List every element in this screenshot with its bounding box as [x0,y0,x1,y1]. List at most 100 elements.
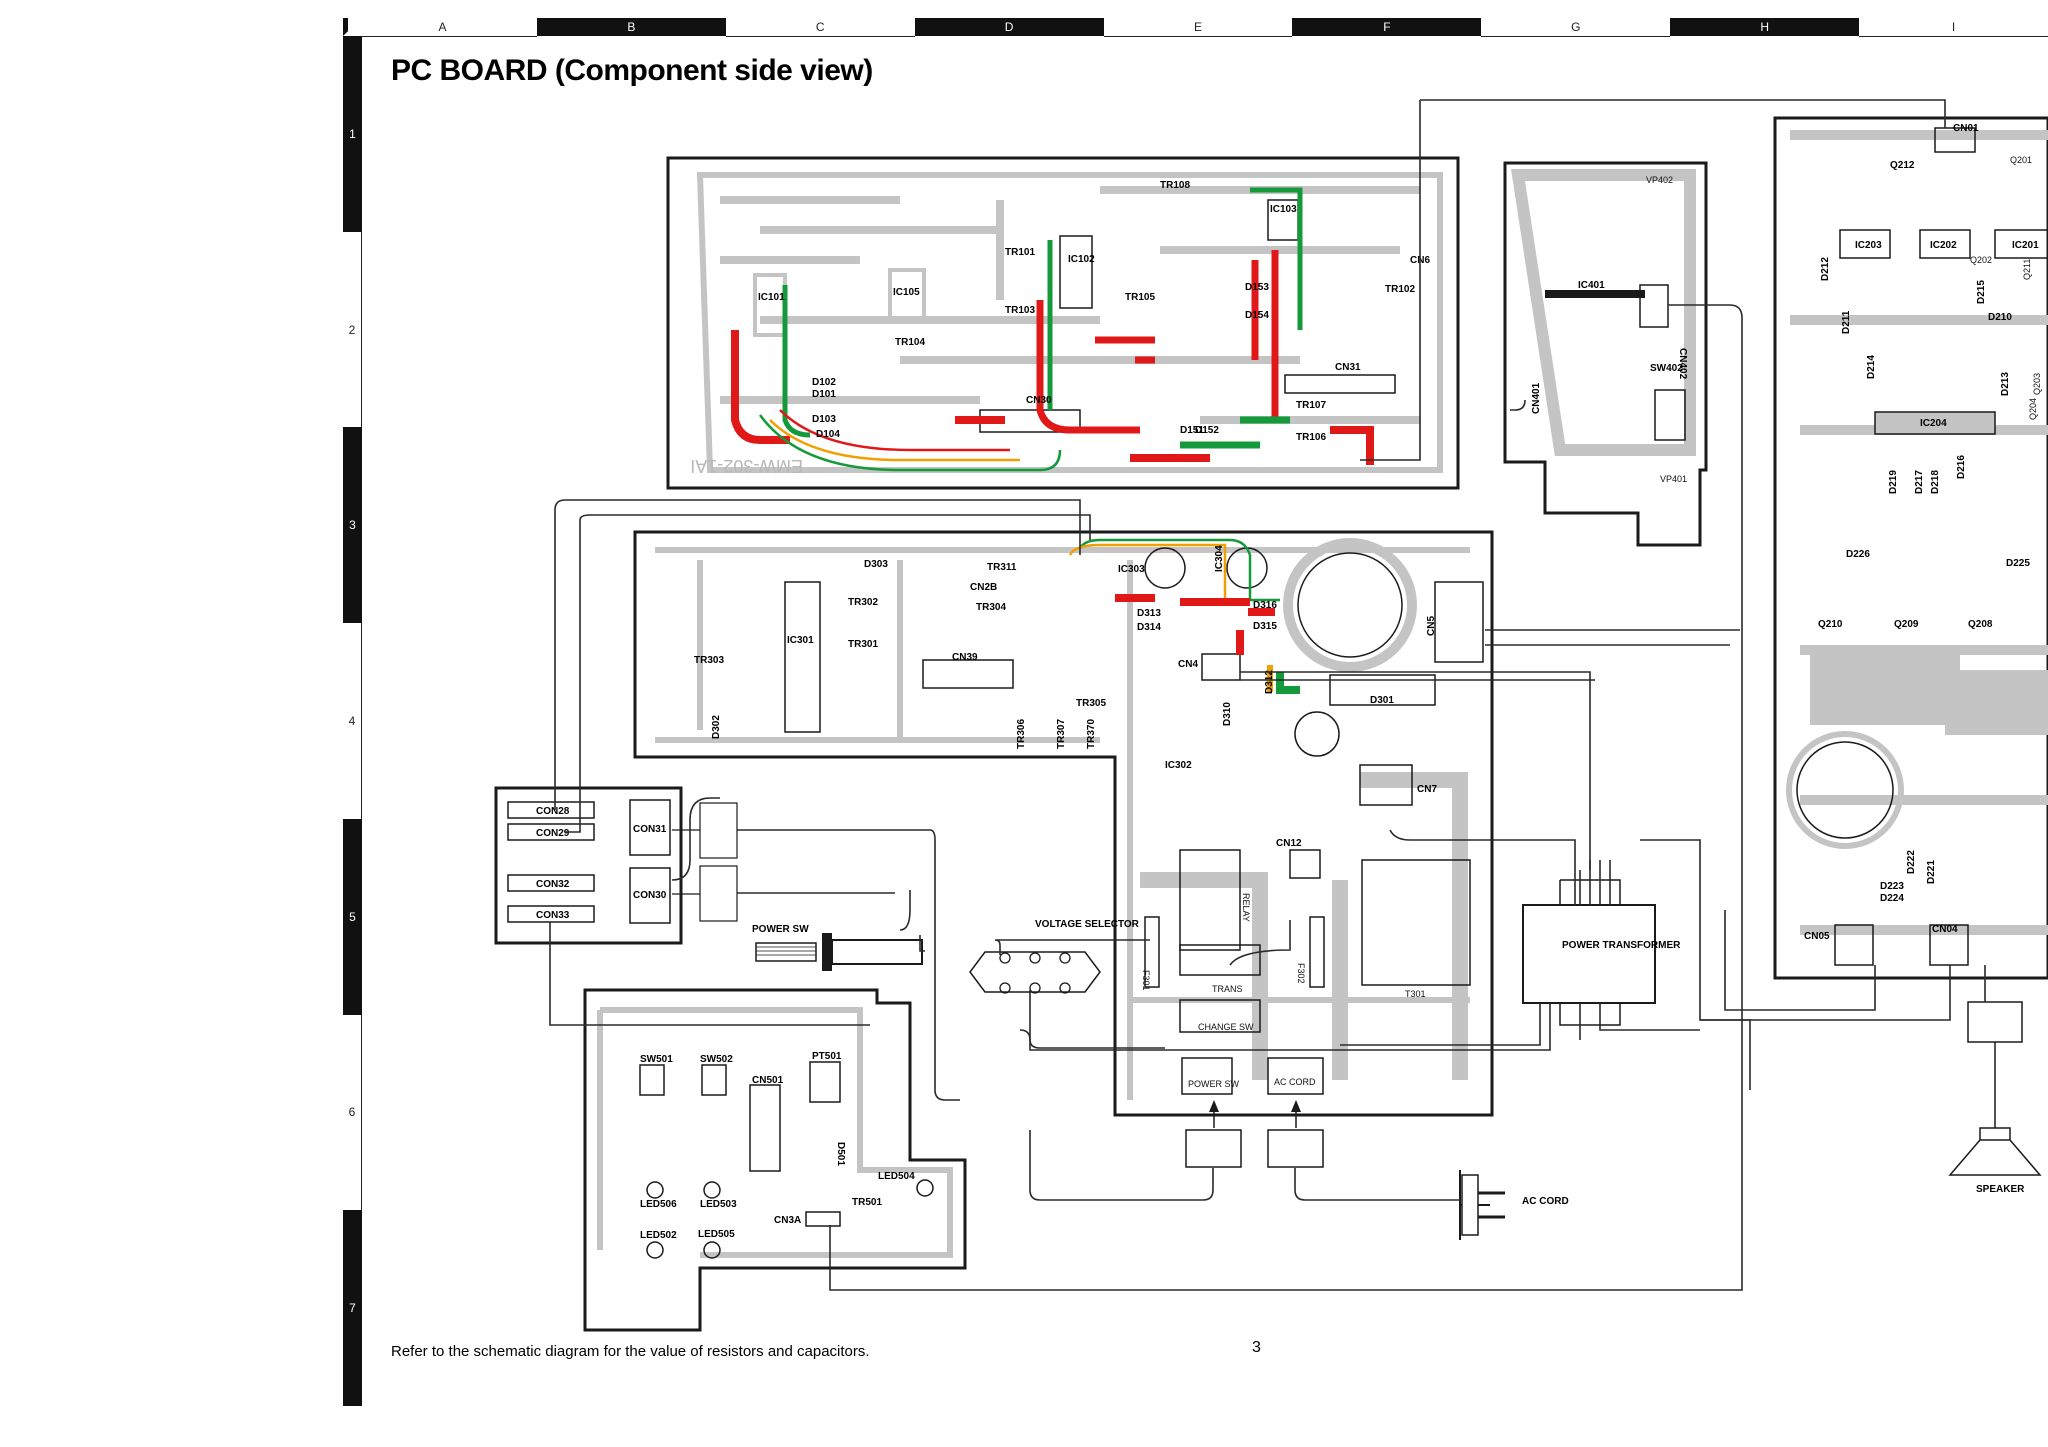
component-label: D303 [864,559,888,570]
con33-box [507,905,595,923]
power-sw-ribs [756,946,816,956]
component-label: D302 [711,715,722,739]
component-label: D224 [1880,893,1904,904]
component-label: TR105 [1125,292,1155,303]
board-3-outline [1503,161,1708,547]
cn39-pad [922,659,1014,689]
board-3: IC401 CN401 CN402 SW402 VP401 VP402 [1503,161,1708,547]
column-label: A [348,18,537,37]
component-label: CN01 [1953,123,1979,134]
ac-cord-connector-block [1267,1129,1324,1168]
connector-label: CON30 [633,890,667,901]
cn01-pad [1934,127,1976,153]
component-label: IC202 [1930,240,1957,251]
page-number: 3 [1252,1339,1261,1356]
connector-label: CON29 [536,828,570,839]
t301-label: T301 [1405,989,1426,999]
con30-box [629,867,671,924]
power-sw-pad [1181,1057,1233,1095]
row-label: 2 [343,231,362,428]
component-label: D223 [1880,881,1904,892]
component-label: Q209 [1894,619,1919,630]
con32-box [507,874,595,892]
component-label: D312 [1264,670,1275,694]
column-label: I [1859,18,2048,37]
component-label: CN05 [1804,931,1830,942]
component-label: LED502 [640,1230,677,1241]
speaker: SPEAKER [1948,1001,2042,1195]
power-sw-flange [822,933,832,971]
wire [1029,1130,1214,1201]
component-label: IC204 [1920,418,1947,429]
component-label: IC301 [787,635,814,646]
con28-box [507,801,595,819]
power-switch: POWER SW [752,924,923,971]
connector-box-left: CON28 CON29 CON32 CON33 CON31 CON30 [494,786,738,945]
power-sw-body [831,939,923,965]
power-sw-label: POWER SW [752,924,809,935]
c303-capacitor [1144,547,1186,589]
component-label: TR302 [848,597,878,608]
component-label: CN30 [1026,395,1052,406]
component-label: Q203 [2032,373,2042,395]
component-label: Q212 [1890,160,1915,171]
cn12-pad [1289,849,1321,879]
component-label: D316 [1253,600,1277,611]
component-label: D213 [2000,372,2011,396]
cn3a-pad [805,1211,841,1227]
board-5-traces [597,1007,953,1258]
row-label: 7 [343,1210,362,1407]
component-label: D310 [1222,702,1233,726]
component-label: D501 [835,1142,846,1166]
orange-trace [769,419,1020,462]
row-label: 5 [343,818,362,1015]
component-label: IC203 [1855,240,1882,251]
component-label: TR304 [976,602,1006,613]
con30-plug [699,865,738,922]
ic401-pad [1545,290,1645,298]
component-label: D315 [1253,621,1277,632]
selector-pin [1059,952,1071,964]
component-label: SW402 [1650,363,1683,374]
connector-label: CON32 [536,879,570,890]
component-label: Q208 [1968,619,1993,630]
arrow-stems [1213,1110,1297,1128]
component-label: CN401 [1531,382,1542,414]
row-label: 3 [343,427,362,624]
component-label: D210 [1988,312,2012,323]
component-label: IC304 [1214,545,1225,572]
wire [549,922,870,1026]
component-label: VP402 [1646,175,1673,185]
component-label: TR102 [1385,284,1415,295]
component-label: D104 [816,429,840,440]
heatsink-pad [1945,670,2048,735]
component-label: LED506 [640,1199,677,1210]
component-label: SW502 [700,1054,733,1065]
component-label: D314 [1137,622,1161,633]
arrow-heads [1209,1100,1301,1112]
column-ruler: A B C D E F G H I [348,18,2048,37]
component-label: D217 [1914,470,1925,494]
component-label: D101 [812,389,836,400]
con31-plug [699,802,738,859]
component-label: TR108 [1160,180,1190,191]
wire [671,797,720,881]
relay-outline [1179,849,1241,951]
red-trace [955,416,1374,465]
component-label: IC103 [1270,204,1297,215]
component-label: IC302 [1165,760,1192,771]
ac-cord-label: AC CORD [1522,1196,1569,1207]
component-label: CN7 [1417,784,1437,795]
wire [1579,860,1611,905]
wire [994,939,1150,955]
board-1-ground-trace [696,172,1443,473]
component-label: CN501 [752,1075,784,1086]
con31-box [629,799,671,856]
green-trace [1276,672,1300,694]
wire [1420,99,1946,128]
component-label: SW501 [640,1054,673,1065]
component-label: D301 [1370,695,1394,706]
component-label: LED504 [878,1171,915,1182]
selector-pin [1029,982,1041,994]
